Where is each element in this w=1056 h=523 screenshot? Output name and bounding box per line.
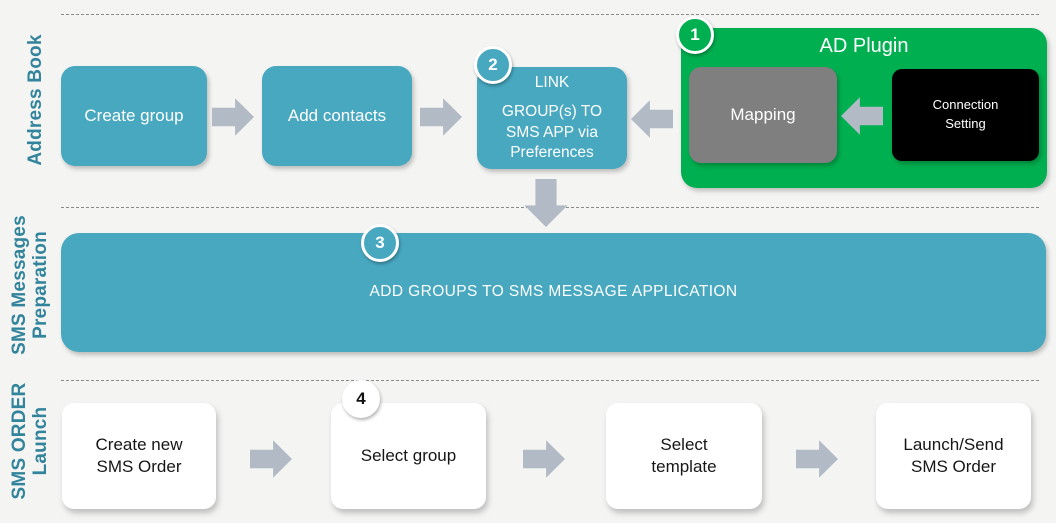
lane-divider-top [61,14,1039,15]
step-3-badge: 3 [361,224,399,262]
mapping-node: Mapping [689,67,837,163]
step-2-badge: 2 [474,46,512,84]
step-4-badge: 4 [342,380,380,418]
add-groups-label: ADD GROUPS TO SMS MESSAGE APPLICATION [369,283,738,301]
add-contacts-label: Add contacts [287,105,387,125]
step-4-number: 4 [356,389,366,408]
lane-label-sms-order-launch: SMS ORDER Launch [9,382,52,500]
step-1-number: 1 [690,25,700,44]
create-group-node: Create group [61,66,207,166]
create-new-sms-order-node: Create new SMS Order [62,403,216,509]
link-groups-text: LINK GROUP(s) TO SMS APP via Preferences [496,73,608,163]
arrow-left-icon [841,97,883,135]
select-template-node: Select template [606,403,762,509]
add-groups-node: ADD GROUPS TO SMS MESSAGE APPLICATION [61,233,1046,352]
select-template-label: Select template [651,434,717,476]
link-heading: LINK [534,74,570,92]
lane-label-sms-messages-preparation: SMS Messages Preparation [9,215,52,355]
add-contacts-node: Add contacts [262,66,412,166]
step-3-number: 3 [375,233,385,252]
arrow-left-icon [631,100,673,138]
link-groups-node: LINK GROUP(s) TO SMS APP via Preferences [477,67,627,169]
lane-label-address-book: Address Book [25,34,46,166]
launch-send-sms-order-node: Launch/Send SMS Order [876,403,1031,509]
connection-setting-label: Connection Setting [932,97,999,131]
arrow-down-icon [524,179,568,227]
select-group-node: Select group [331,403,486,509]
mapping-label: Mapping [730,104,796,124]
create-group-label: Create group [84,105,184,125]
select-group-label: Select group [360,445,457,465]
ad-plugin-title: AD Plugin [819,35,909,57]
connection-setting-node: Connection Setting [892,69,1039,161]
launch-send-sms-order-label: Launch/Send SMS Order [903,434,1004,476]
step-1-badge: 1 [676,16,714,54]
arrow-right-icon [212,98,254,136]
ad-plugin-panel: AD Plugin Mapping Connection Setting [681,28,1047,188]
arrow-right-icon [420,98,462,136]
lane-divider-bottom [61,380,1039,381]
step-2-number: 2 [488,55,498,74]
arrow-right-icon [250,440,292,478]
arrow-right-icon [796,440,838,478]
link-body: GROUP(s) TO SMS APP via Preferences [501,103,603,161]
create-new-sms-order-label: Create new SMS Order [95,434,183,476]
arrow-right-icon [523,440,565,478]
